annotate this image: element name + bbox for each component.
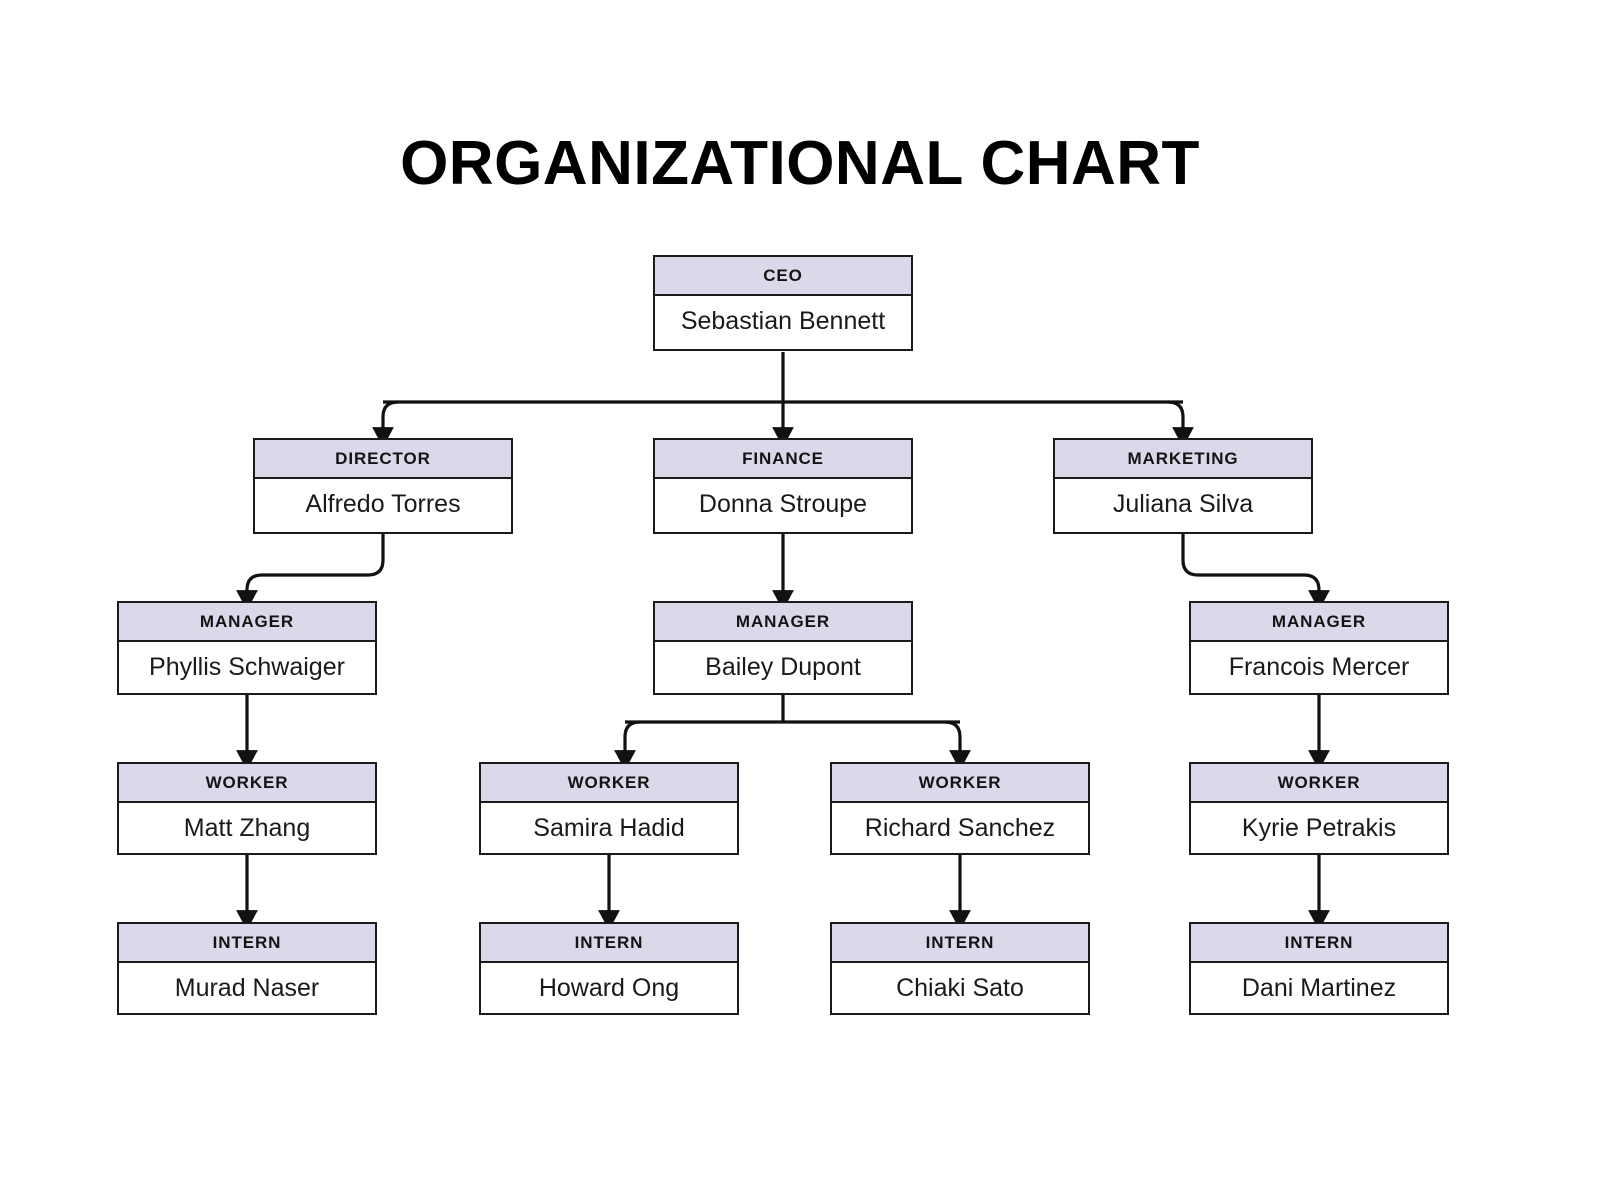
node-intern-1-role: INTERN [119,924,375,963]
node-intern-4-role: INTERN [1191,924,1447,963]
node-marketing-name: Juliana Silva [1055,479,1311,530]
edge-manager2-to-worker3 [944,720,971,771]
node-worker-1-name: Matt Zhang [119,803,375,853]
node-marketing-role: MARKETING [1055,440,1311,479]
node-director[interactable]: DIRECTOR Alfredo Torres [253,438,513,534]
node-intern-2[interactable]: INTERN Howard Ong [479,922,739,1015]
node-manager-1[interactable]: MANAGER Phyllis Schwaiger [117,601,377,695]
node-worker-1-role: WORKER [119,764,375,803]
node-finance[interactable]: FINANCE Donna Stroupe [653,438,913,534]
edge-manager2-to-worker2 [614,720,641,771]
edge-ceo-to-director [372,400,399,448]
node-worker-2-role: WORKER [481,764,737,803]
node-worker-4-role: WORKER [1191,764,1447,803]
node-worker-3-role: WORKER [832,764,1088,803]
node-intern-3[interactable]: INTERN Chiaki Sato [830,922,1090,1015]
node-intern-4[interactable]: INTERN Dani Martinez [1189,922,1449,1015]
edge-director-to-manager1 [236,532,385,611]
node-manager-2[interactable]: MANAGER Bailey Dupont [653,601,913,695]
node-director-name: Alfredo Torres [255,479,511,530]
node-manager-3-name: Francois Mercer [1191,642,1447,693]
node-finance-name: Donna Stroupe [655,479,911,530]
node-worker-4-name: Kyrie Petrakis [1191,803,1447,853]
node-manager-3[interactable]: MANAGER Francois Mercer [1189,601,1449,695]
node-worker-4[interactable]: WORKER Kyrie Petrakis [1189,762,1449,855]
node-worker-3-name: Richard Sanchez [832,803,1088,853]
node-ceo-name: Sebastian Bennett [655,296,911,347]
node-worker-2[interactable]: WORKER Samira Hadid [479,762,739,855]
node-manager-1-name: Phyllis Schwaiger [119,642,375,693]
node-manager-2-name: Bailey Dupont [655,642,911,693]
node-worker-1[interactable]: WORKER Matt Zhang [117,762,377,855]
node-intern-2-name: Howard Ong [481,963,737,1013]
node-intern-2-role: INTERN [481,924,737,963]
page-title: ORGANIZATIONAL CHART [400,129,1200,198]
node-director-role: DIRECTOR [255,440,511,479]
node-intern-3-role: INTERN [832,924,1088,963]
node-manager-3-role: MANAGER [1191,603,1447,642]
node-intern-4-name: Dani Martinez [1191,963,1447,1013]
node-ceo[interactable]: CEO Sebastian Bennett [653,255,913,351]
node-intern-3-name: Chiaki Sato [832,963,1088,1013]
node-marketing[interactable]: MARKETING Juliana Silva [1053,438,1313,534]
edge-marketing-to-manager3 [1181,532,1330,611]
node-intern-1[interactable]: INTERN Murad Naser [117,922,377,1015]
node-manager-1-role: MANAGER [119,603,375,642]
node-manager-2-role: MANAGER [655,603,911,642]
node-finance-role: FINANCE [655,440,911,479]
node-intern-1-name: Murad Naser [119,963,375,1013]
node-worker-2-name: Samira Hadid [481,803,737,853]
edge-ceo-to-marketing [1167,400,1194,448]
node-ceo-role: CEO [655,257,911,296]
node-worker-3[interactable]: WORKER Richard Sanchez [830,762,1090,855]
